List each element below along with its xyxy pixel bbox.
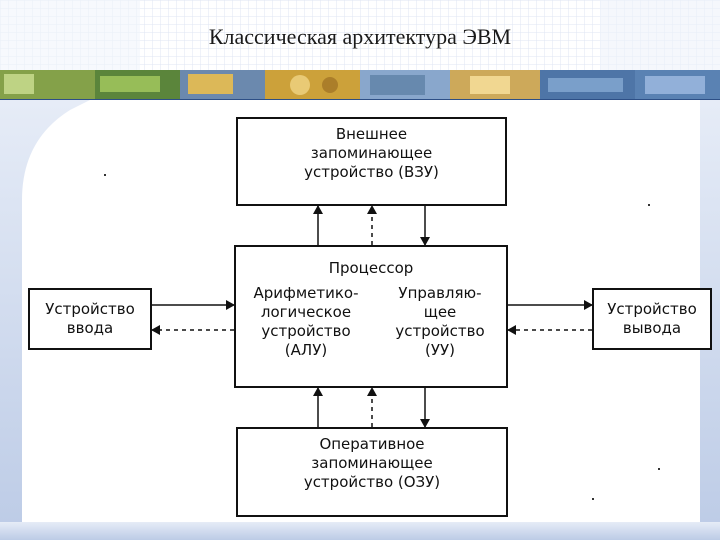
- scan-speck: [658, 468, 660, 470]
- alu-block: Арифметико- логическое устройство (АЛУ): [240, 284, 372, 360]
- scan-speck: [104, 174, 106, 176]
- alu-line3: устройство: [261, 322, 351, 340]
- ext-memory-line3: устройство (ВЗУ): [304, 163, 439, 181]
- cu-block: Управляю- щее устройство (УУ): [376, 284, 504, 360]
- input-device-line1: Устройство: [45, 300, 135, 318]
- alu-line2: логическое: [260, 303, 352, 321]
- photo-banner: [0, 70, 720, 100]
- alu-line4: (АЛУ): [284, 341, 328, 359]
- ext-memory-line2: запоминающее: [310, 144, 433, 162]
- ram-line3: устройство (ОЗУ): [303, 473, 441, 491]
- ram-box: Оперативное запоминающее устройство (ОЗУ…: [236, 427, 508, 517]
- cu-line4: (УУ): [425, 341, 455, 359]
- cu-line1: Управляю-: [398, 284, 482, 302]
- output-device-line1: Устройство: [607, 300, 697, 318]
- processor-box: Процессор Арифметико- логическое устройс…: [234, 245, 508, 388]
- scan-speck: [592, 498, 594, 500]
- external-memory-box: Внешнее запоминающее устройство (ВЗУ): [236, 117, 507, 206]
- slide-title: Классическая архитектура ЭВМ: [208, 24, 512, 49]
- ext-memory-line1: Внешнее: [335, 125, 408, 143]
- output-device-box: Устройство вывода: [592, 288, 712, 350]
- processor-title: Процессор: [328, 259, 414, 277]
- cu-line2: щее: [423, 303, 457, 321]
- cu-line3: устройство: [395, 322, 485, 340]
- ram-line1: Оперативное: [319, 435, 425, 453]
- input-device-line2: ввода: [66, 319, 114, 337]
- alu-line1: Арифметико-: [253, 284, 359, 302]
- ram-line2: запоминающее: [311, 454, 433, 472]
- output-device-line2: вывода: [622, 319, 682, 337]
- scan-speck: [648, 204, 650, 206]
- input-device-box: Устройство ввода: [28, 288, 152, 350]
